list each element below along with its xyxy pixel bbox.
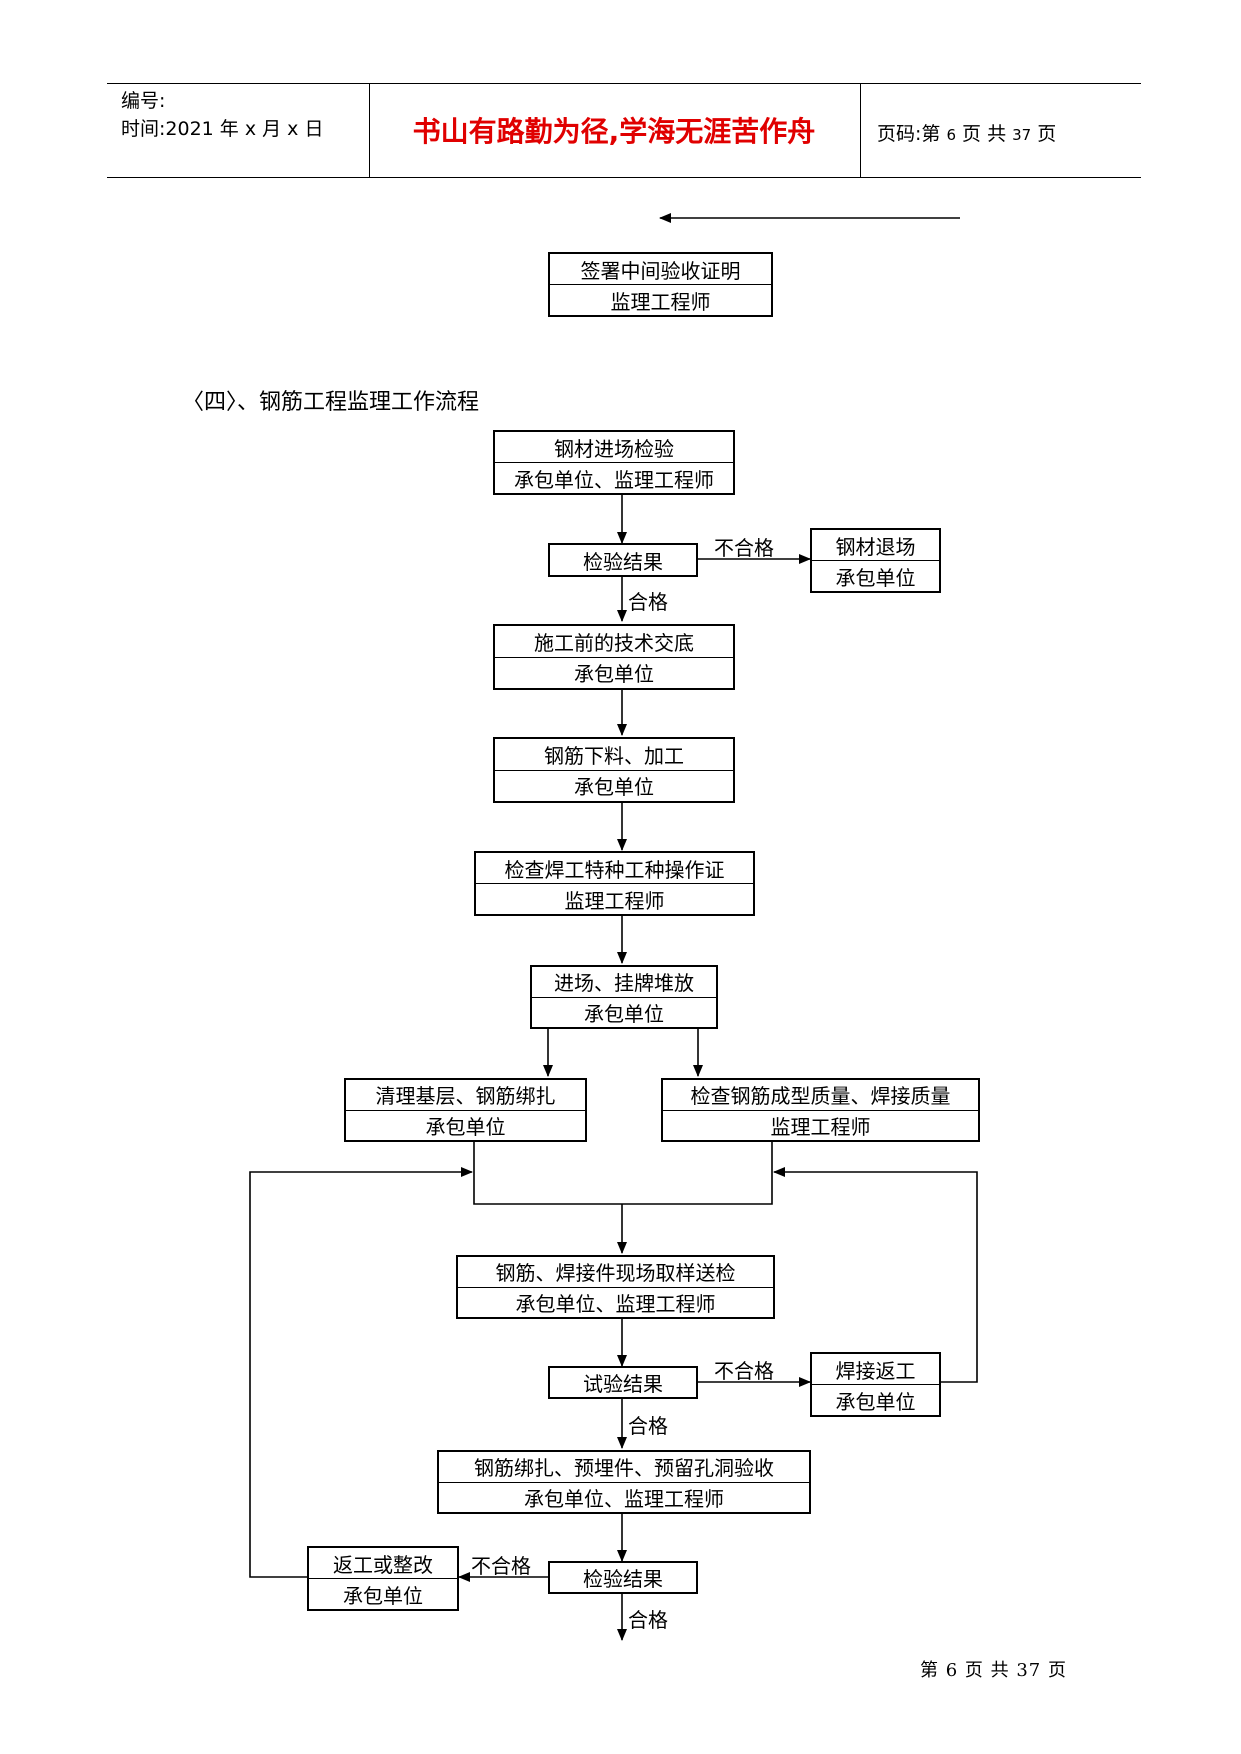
box-role: 承包单位 [532,996,716,1028]
header-page-info: 页码:第 6 页 共 37 页 [877,119,1056,146]
step-steel-entry-inspection: 钢材进场检验 承包单位、监理工程师 [493,430,735,495]
box-title: 检查焊工特种工种操作证 [504,857,725,882]
box-title: 检查钢筋成型质量、焊接质量 [690,1084,951,1109]
box-title: 钢筋、焊接件现场取样送检 [495,1261,736,1286]
header-meta: 编号: 时间:2021 年 x 月 x 日 [121,87,323,143]
loop-back-line [773,1167,978,1383]
box-title: 清理基层、钢筋绑扎 [375,1084,556,1109]
page-total: 37 [1012,126,1032,144]
page-suffix: 页 [1037,123,1057,145]
fail-label: 不合格 [714,536,774,560]
box-role: 承包单位 [812,1384,939,1415]
page-header: 编号: 时间:2021 年 x 月 x 日 书山有路勤为径,学海无涯苦作舟 页码… [107,83,1141,178]
page-number: 6 [946,126,956,144]
document-number-label: 编号: [121,90,166,112]
box-role: 承包单位 [495,656,733,689]
step-weld-rework: 焊接返工 承包单位 [810,1352,941,1417]
page-footer: 第 6 页 共 37 页 [920,1660,1067,1681]
fail-label: 不合格 [471,1554,531,1578]
box-title: 返工或整改 [333,1552,433,1577]
box-role: 承包单位 [812,560,939,591]
page-prefix: 页码:第 [877,123,941,145]
box-title: 进场、挂牌堆放 [554,971,694,996]
box-title: 钢筋绑扎、预埋件、预留孔洞验收 [474,1456,774,1481]
box-title: 钢材进场检验 [554,436,674,461]
box-role: 承包单位 [309,1578,457,1609]
decision-test-result: 试验结果 [548,1366,698,1399]
box-role: 监理工程师 [476,883,753,914]
box-role: 承包单位、监理工程师 [495,462,733,493]
box-role: 承包单位 [495,769,733,802]
box-role: 承包单位、监理工程师 [439,1481,809,1513]
page-mid: 页 共 [962,123,1007,145]
box-title: 钢材退场 [835,534,916,559]
step-sampling-test: 钢筋、焊接件现场取样送检 承包单位、监理工程师 [456,1255,775,1319]
signing-box: 签署中间验收证明 监理工程师 [548,252,773,317]
step-rework-rectify: 返工或整改 承包单位 [307,1546,459,1611]
step-steel-return: 钢材退场 承包单位 [810,528,941,593]
box-title: 钢筋下料、加工 [544,743,684,768]
pass-label: 合格 [628,1608,668,1632]
step-acceptance-inspection: 钢筋绑扎、预埋件、预留孔洞验收 承包单位、监理工程师 [437,1450,811,1514]
step-site-stacking: 进场、挂牌堆放 承包单位 [530,965,718,1029]
section-title: 〈四〉、钢筋工程监理工作流程 [182,390,480,415]
box-role: 监理工程师 [550,284,771,315]
document-time-label: 时间:2021 年 x 月 x 日 [121,118,324,140]
step-technical-briefing: 施工前的技术交底 承包单位 [493,624,735,690]
merge-line [473,1141,773,1205]
step-rebar-cutting: 钢筋下料、加工 承包单位 [493,737,735,803]
box-title: 焊接返工 [835,1358,916,1383]
box-role: 承包单位、监理工程师 [458,1286,773,1318]
header-divider [860,84,861,177]
step-rebar-tying: 清理基层、钢筋绑扎 承包单位 [344,1078,587,1142]
box-title: 施工前的技术交底 [534,630,694,655]
box-role: 承包单位 [346,1109,585,1141]
box-title: 签署中间验收证明 [580,258,741,283]
decision-final-result: 检验结果 [548,1561,698,1594]
header-motto: 书山有路勤为径,学海无涯苦作舟 [412,115,816,148]
pass-label: 合格 [628,590,668,614]
step-welder-certificate-check: 检查焊工特种工种操作证 监理工程师 [474,851,755,916]
fail-label: 不合格 [714,1359,774,1383]
decision-inspection-result: 检验结果 [548,543,698,577]
header-divider [369,84,370,177]
box-role: 监理工程师 [663,1109,978,1141]
step-quality-check: 检查钢筋成型质量、焊接质量 监理工程师 [661,1078,980,1142]
loop-back-line [249,1167,473,1578]
pass-label: 合格 [628,1414,668,1438]
